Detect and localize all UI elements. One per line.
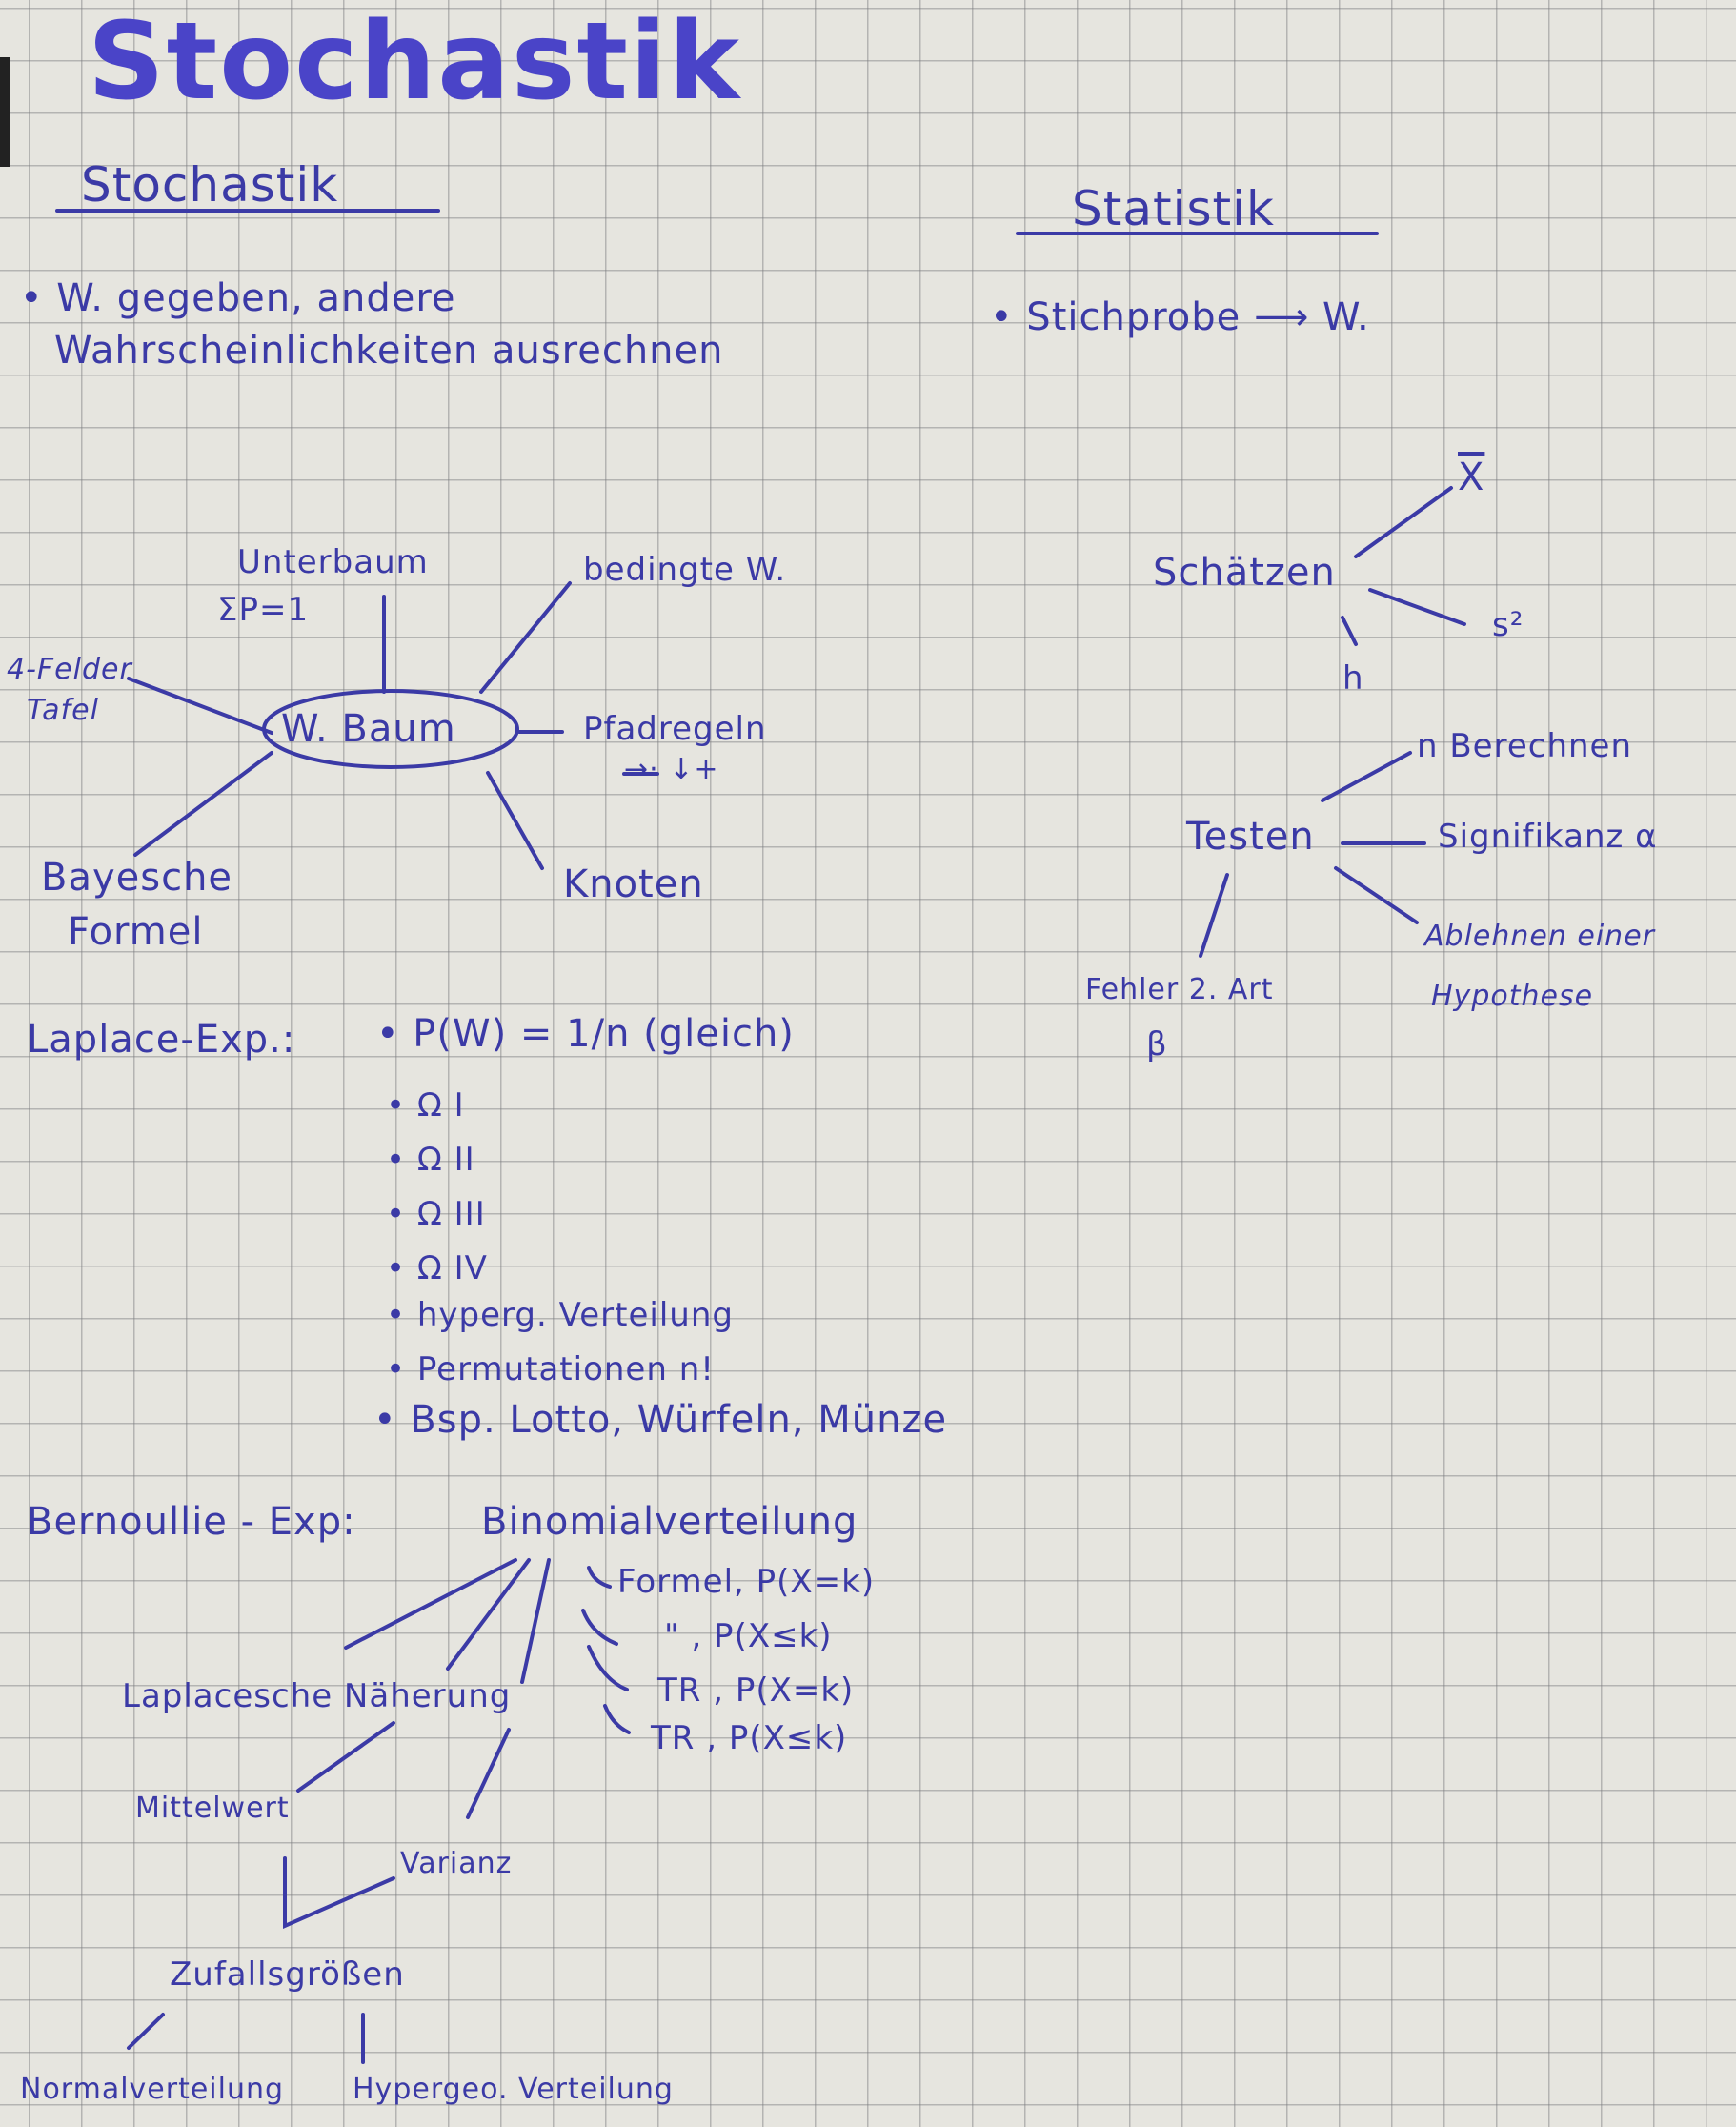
node-schaetzen: Schätzen — [1153, 551, 1336, 595]
heading-statistik: Statistik — [1072, 181, 1275, 236]
laplace-item: • Ω IV — [386, 1249, 488, 1287]
page-title: Stochastik — [88, 0, 741, 124]
pfad-symbols: →· ↓+ — [624, 753, 719, 786]
line-ablehnen — [1334, 866, 1419, 924]
binomial-formula: TR , P(X=k) — [657, 1671, 855, 1710]
line-knoten — [486, 771, 544, 870]
node-testen: Testen — [1186, 815, 1315, 859]
binomial-formula: " , P(X≤k) — [664, 1617, 833, 1655]
node-signifikanz: Signifikanz α — [1438, 818, 1658, 856]
line-naeherung-2 — [446, 1558, 531, 1671]
line-normal — [127, 2013, 165, 2050]
node-vierfelder-2: Tafel — [27, 694, 99, 727]
binomial-label: Binomialverteilung — [481, 1500, 858, 1544]
line-bedingte — [479, 581, 572, 694]
line-mittelwert — [296, 1721, 395, 1793]
node-ablehnen-1: Ablehnen einer — [1424, 920, 1655, 953]
node-s2: s² — [1492, 606, 1524, 644]
stochastik-bullet-line2: Wahrscheinlichkeiten ausrechnen — [54, 329, 724, 373]
node-beta: β — [1146, 1025, 1168, 1064]
node-xbar: X — [1458, 456, 1485, 499]
node-bedingte: bedingte W. — [583, 551, 787, 589]
node-bayes-2: Formel — [68, 910, 204, 954]
tick-formula-1 — [587, 1566, 612, 1589]
node-mittelwert: Mittelwert — [135, 1792, 290, 1825]
line-h — [1341, 616, 1358, 646]
node-unterbaum: Unterbaum — [237, 543, 429, 581]
line-xbar — [1354, 486, 1453, 558]
laplace-item: • Ω II — [386, 1141, 475, 1179]
laplace-item: • Ω I — [386, 1086, 465, 1124]
binomial-formula: Formel, P(X=k) — [617, 1563, 876, 1601]
line-naeherung-3 — [520, 1558, 551, 1684]
laplace-item: • Bsp. Lotto, Würfeln, Münze — [373, 1398, 948, 1442]
laplace-item: • hyperg. Verteilung — [386, 1296, 734, 1334]
node-normalverteilung: Normalverteilung — [20, 2073, 285, 2106]
node-center-baum: W. Baum — [281, 707, 456, 751]
line-fehler — [1199, 873, 1229, 958]
bracket-zufallsgroessen — [283, 1856, 395, 1930]
node-varianz: Varianz — [400, 1847, 513, 1880]
node-zufallsgroessen: Zufallsgrößen — [170, 1955, 405, 1994]
node-n-berechnen: n Berechnen — [1417, 727, 1633, 765]
line-bayes — [133, 751, 273, 857]
laplace-item: • Ω III — [386, 1195, 486, 1233]
node-sum-rule: ΣP=1 — [217, 591, 310, 629]
tick-formula-2 — [581, 1609, 618, 1646]
tick-formula-3 — [587, 1645, 629, 1691]
tick-formula-4 — [603, 1704, 631, 1734]
laplace-label: Laplace-Exp.: — [27, 1018, 296, 1062]
binomial-formula: TR , P(X≤k) — [651, 1719, 848, 1757]
statistik-bullet: • Stichprobe ⟶ W. — [990, 295, 1370, 339]
laplace-item: • Permutationen n! — [386, 1350, 715, 1388]
baum-ellipse — [262, 689, 519, 769]
line-n — [1321, 751, 1412, 802]
heading-stochastik: Stochastik — [81, 157, 339, 213]
node-ablehnen-2: Hypothese — [1431, 980, 1594, 1013]
line-naeherung-1 — [344, 1558, 517, 1650]
node-hypergeo: Hypergeo. Verteilung — [353, 2073, 674, 2106]
line-vierfelder — [127, 677, 273, 735]
stochastik-bullet-line1: • W. gegeben, andere — [20, 276, 456, 320]
laplace-formula: • P(W) = 1/n (gleich) — [376, 1012, 795, 1056]
node-h: h — [1342, 659, 1364, 698]
node-fehler: Fehler 2. Art — [1085, 973, 1274, 1006]
node-knoten: Knoten — [563, 862, 704, 906]
bernoulli-label: Bernoullie - Exp: — [27, 1500, 356, 1544]
page-edge-shadow — [0, 57, 10, 167]
node-vierfelder-1: 4-Felder — [7, 653, 132, 686]
line-varianz — [466, 1728, 511, 1819]
node-bayes-1: Bayesche — [41, 856, 233, 900]
line-s2 — [1368, 588, 1466, 626]
node-pfadregeln: Pfadregeln — [583, 710, 767, 748]
node-naeherung: Laplacesche Näherung — [122, 1677, 512, 1715]
